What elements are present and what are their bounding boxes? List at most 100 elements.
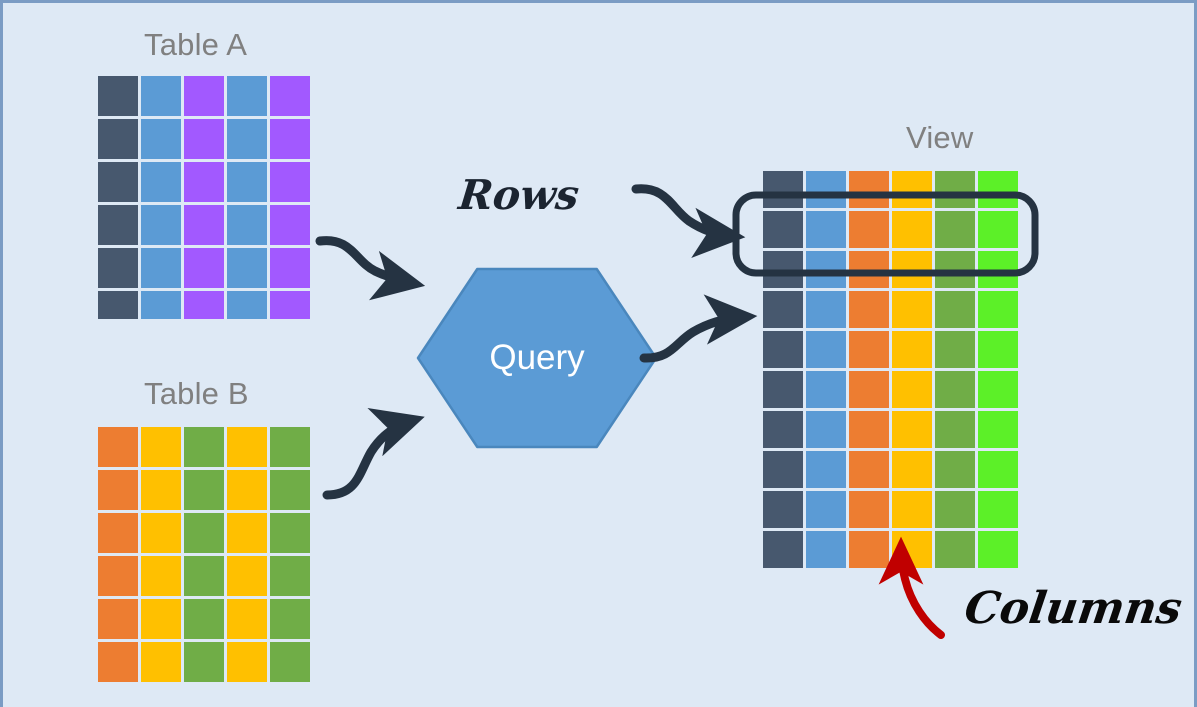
table-b-label: Table B: [144, 376, 249, 411]
table-a-grid: [98, 76, 310, 319]
table-b-cell: [98, 642, 138, 682]
view-cell: [892, 491, 932, 528]
view-cell: [935, 491, 975, 528]
table-a-cell: [227, 248, 267, 288]
view-cell: [935, 451, 975, 488]
table-a-cell: [227, 76, 267, 116]
view-cell: [763, 531, 803, 568]
table-a-cell: [227, 119, 267, 159]
table-b-cell: [184, 513, 224, 553]
view-cell: [935, 171, 975, 208]
table-b-cell: [184, 642, 224, 682]
view-cell: [935, 411, 975, 448]
table-a-cell: [184, 291, 224, 319]
table-b-cell: [270, 642, 310, 682]
view-label: View: [906, 120, 974, 155]
view-cell: [849, 451, 889, 488]
table-b-cell: [184, 470, 224, 510]
table-b-cell: [270, 470, 310, 510]
arrow-table-b-to-query: [322, 408, 425, 500]
table-b-cell: [227, 599, 267, 639]
view-cell: [978, 331, 1018, 368]
view-cell: [978, 531, 1018, 568]
table-b-cell: [184, 599, 224, 639]
view-cell: [763, 251, 803, 288]
table-b-cell: [141, 513, 181, 553]
view-cell: [935, 371, 975, 408]
table-b-cell: [98, 599, 138, 639]
view-cell: [892, 371, 932, 408]
table-b-cell: [227, 642, 267, 682]
table-a-cell: [98, 119, 138, 159]
arrow-query-to-view: [639, 294, 758, 363]
table-b-cell: [227, 513, 267, 553]
view-cell: [806, 491, 846, 528]
view-cell: [763, 291, 803, 328]
table-a-cell: [98, 162, 138, 202]
arrow-rows-to-highlight: [631, 184, 746, 258]
view-cell: [806, 331, 846, 368]
table-a-cell: [227, 205, 267, 245]
view-cell: [978, 491, 1018, 528]
table-b-cell: [141, 599, 181, 639]
table-b-cell: [141, 427, 181, 467]
table-b-cell: [184, 556, 224, 596]
table-b-cell: [141, 470, 181, 510]
view-cell: [849, 531, 889, 568]
view-cell: [806, 211, 846, 248]
table-b-cell: [98, 427, 138, 467]
view-cell: [935, 531, 975, 568]
table-b-cell: [98, 470, 138, 510]
table-a-cell: [270, 162, 310, 202]
view-cell: [978, 371, 1018, 408]
view-cell: [849, 171, 889, 208]
view-cell: [763, 331, 803, 368]
table-a-cell: [270, 205, 310, 245]
columns-annotation: Columns: [961, 583, 1185, 634]
table-b-cell: [184, 427, 224, 467]
view-cell: [763, 491, 803, 528]
table-b-cell: [270, 556, 310, 596]
table-a-cell: [141, 76, 181, 116]
table-a-cell: [184, 248, 224, 288]
table-a-cell: [141, 205, 181, 245]
view-cell: [935, 291, 975, 328]
view-cell: [849, 371, 889, 408]
table-b-cell: [141, 642, 181, 682]
view-cell: [892, 291, 932, 328]
view-cell: [806, 451, 846, 488]
table-a-cell: [141, 248, 181, 288]
table-a-cell: [184, 76, 224, 116]
table-b-cell: [270, 427, 310, 467]
table-b-grid: [98, 427, 310, 682]
view-cell: [978, 171, 1018, 208]
view-cell: [935, 251, 975, 288]
view-cell: [892, 251, 932, 288]
table-b-cell: [227, 470, 267, 510]
table-a-cell: [227, 291, 267, 319]
view-cell: [978, 291, 1018, 328]
view-cell: [978, 451, 1018, 488]
table-a-cell: [141, 119, 181, 159]
table-b-cell: [141, 556, 181, 596]
table-a-cell: [184, 205, 224, 245]
table-a-cell: [98, 205, 138, 245]
view-cell: [935, 331, 975, 368]
table-a-cell: [270, 119, 310, 159]
view-cell: [849, 291, 889, 328]
view-cell: [935, 211, 975, 248]
arrow-table-a-to-query: [315, 236, 426, 301]
query-node[interactable]: Query: [416, 267, 658, 449]
view-cell: [806, 251, 846, 288]
table-a-cell: [270, 248, 310, 288]
view-cell: [806, 531, 846, 568]
table-a-label: Table A: [144, 27, 248, 62]
table-a-cell: [98, 76, 138, 116]
table-b-cell: [98, 556, 138, 596]
view-cell: [763, 451, 803, 488]
table-b-cell: [227, 427, 267, 467]
table-a-cell: [270, 76, 310, 116]
view-cell: [978, 411, 1018, 448]
view-cell: [849, 491, 889, 528]
